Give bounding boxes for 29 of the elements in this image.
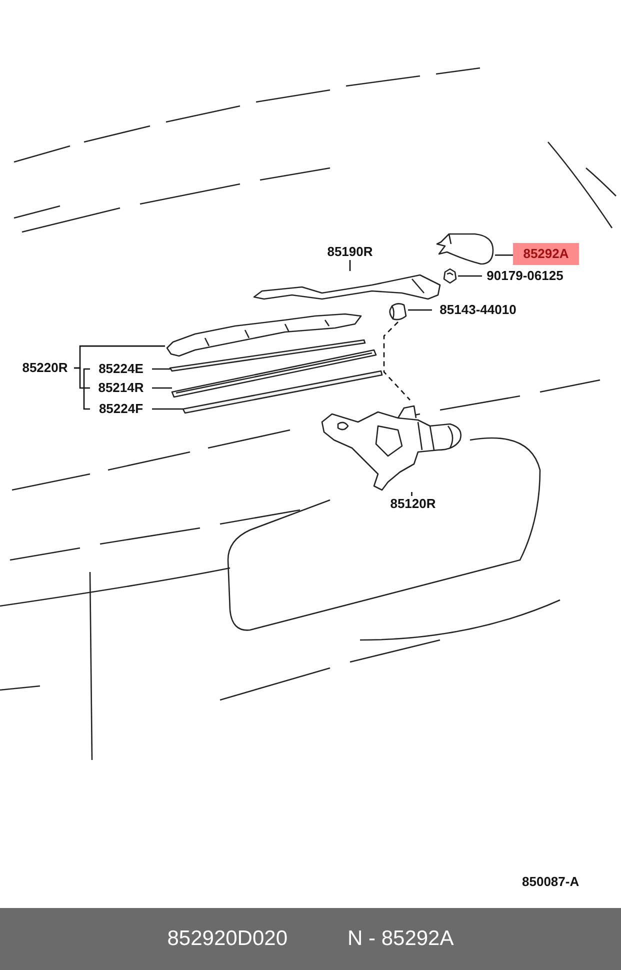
leader-line bbox=[495, 254, 513, 256]
part-code: 852920D020 bbox=[167, 927, 288, 951]
reference-code: N - 85292A bbox=[348, 927, 454, 951]
blade-insert-drawing bbox=[183, 370, 383, 414]
part-number: 85220R bbox=[16, 360, 74, 376]
leader-line bbox=[74, 367, 90, 389]
arm-cap-drawing bbox=[435, 232, 495, 266]
leader-line bbox=[349, 260, 351, 271]
part-number: 90179-06125 bbox=[482, 268, 568, 284]
part-number: 85224E bbox=[90, 361, 152, 377]
part-number: 85190R bbox=[320, 244, 380, 260]
blade-rubber-drawing bbox=[172, 348, 378, 398]
assembly-line bbox=[383, 322, 410, 400]
part-number: 85120R bbox=[382, 496, 444, 512]
leader-line bbox=[152, 387, 172, 389]
diagram-code: 850087-A bbox=[522, 874, 580, 889]
nut-drawing bbox=[442, 268, 458, 284]
part-number: 85143-44010 bbox=[432, 302, 524, 318]
part-number: 85214R bbox=[90, 380, 152, 396]
blade-insert-drawing bbox=[170, 338, 366, 372]
leader-line bbox=[152, 408, 183, 410]
bushing-drawing bbox=[388, 302, 408, 322]
part-number-highlighted: 85292A bbox=[513, 243, 579, 265]
leader-line bbox=[408, 309, 432, 311]
leader-line bbox=[411, 492, 412, 496]
leader-line bbox=[83, 368, 90, 410]
part-number: 85224F bbox=[90, 401, 152, 417]
leader-line bbox=[458, 275, 482, 277]
leader-line bbox=[152, 368, 170, 370]
